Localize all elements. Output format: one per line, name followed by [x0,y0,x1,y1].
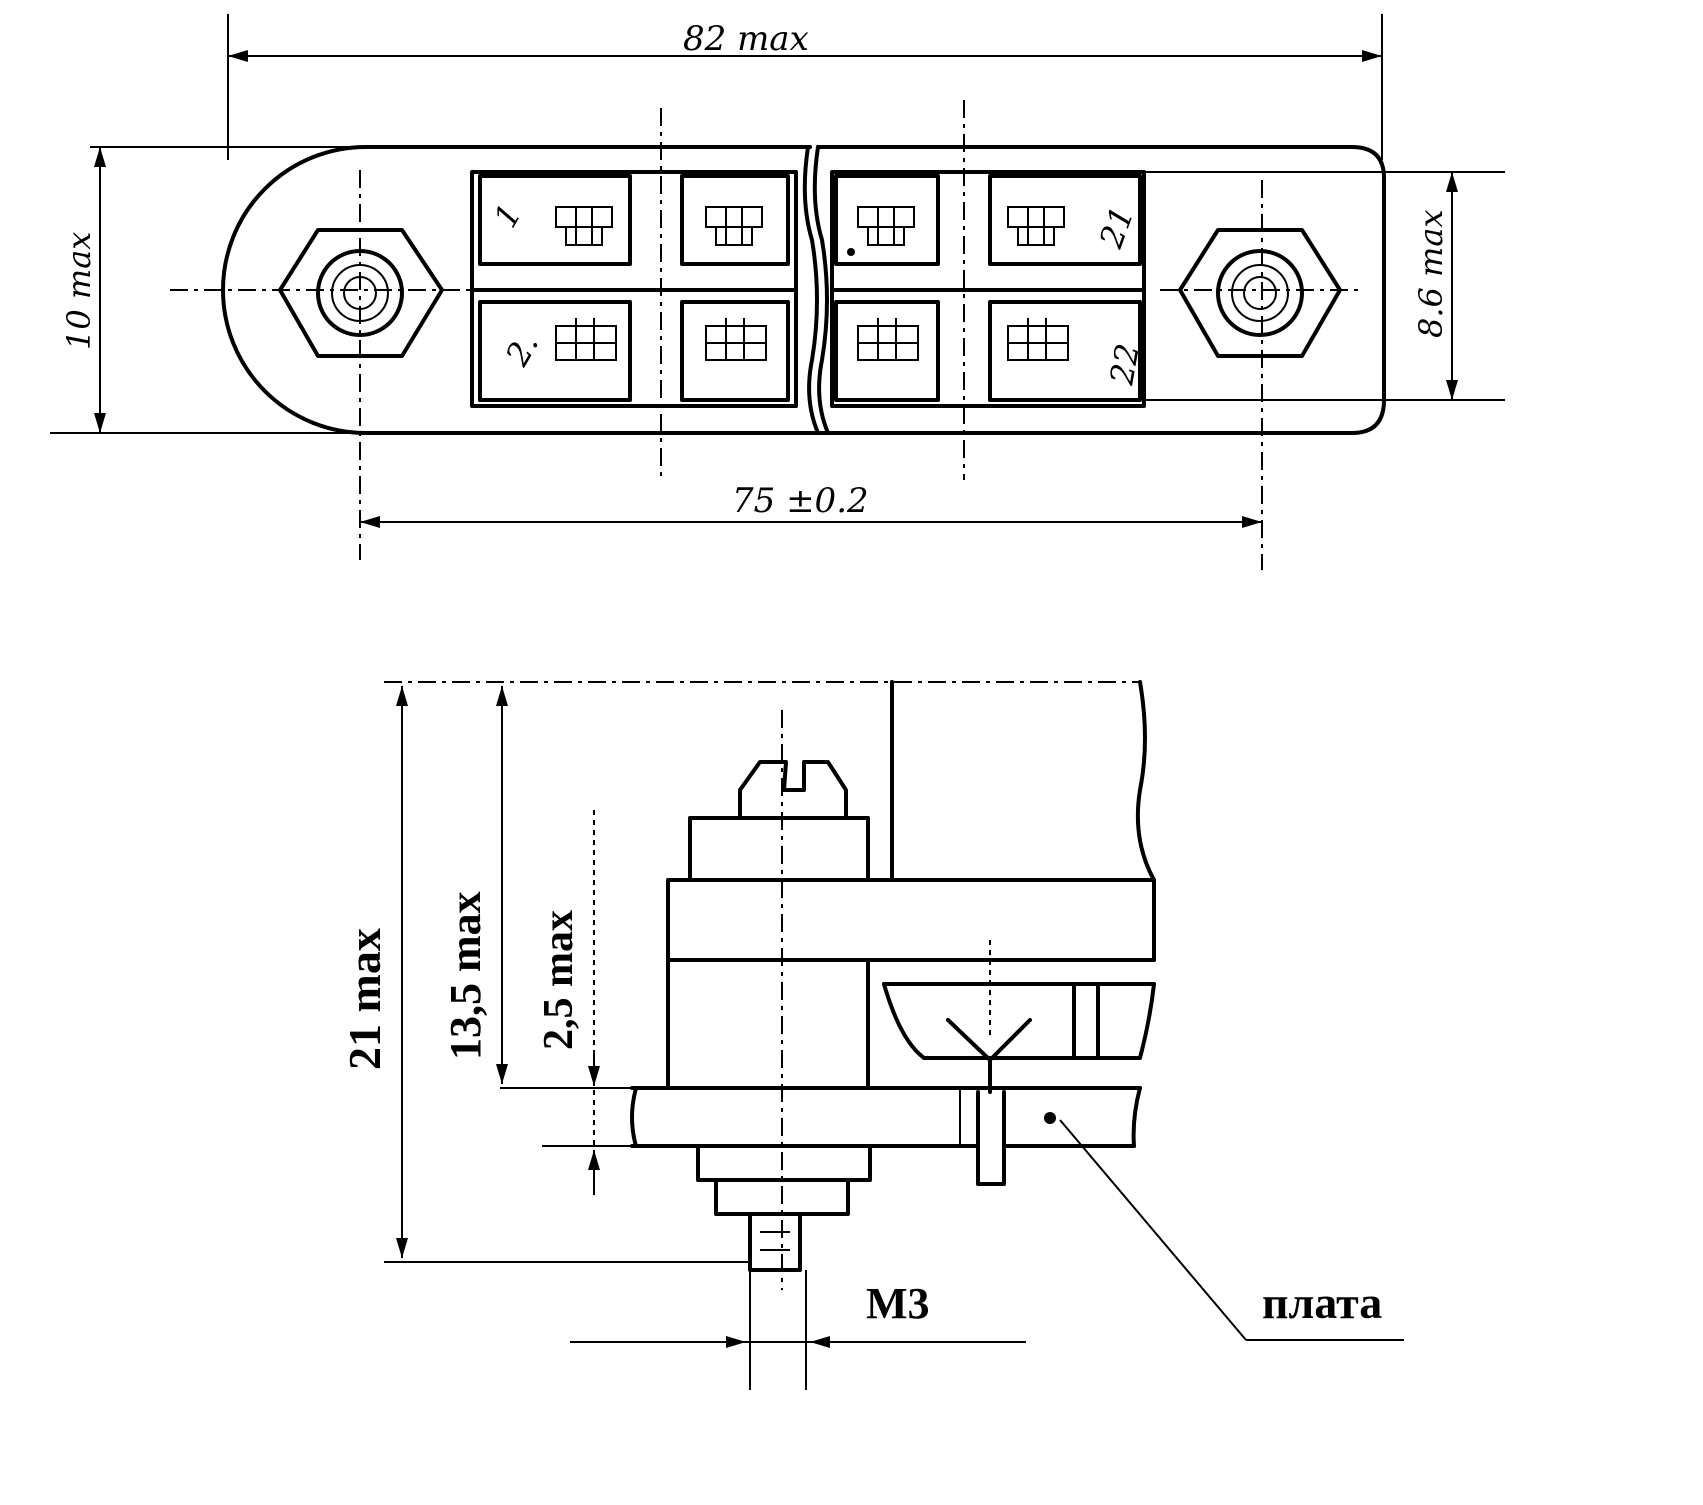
connector-housing [666,680,1156,1090]
dim-82-label: 82 max [683,19,809,59]
board-leader-line [1059,1119,1247,1341]
dim-25-label: 2,5 max [536,910,582,1050]
side-view: 21 max 13,5 max 2,5 max [339,680,1404,1390]
pin-label-1: 1 [486,197,529,234]
top-view: 82 max 10 max 8.6 max [50,14,1505,570]
hex-nut-right-icon [1178,228,1342,358]
dim-75-label: 75 ±0.2 [732,481,869,521]
pcb-board [630,1086,1142,1148]
pin-label-21: 21 [1091,201,1141,253]
body-outline-left [221,145,828,435]
solder-pin [946,940,1056,1186]
break-line [802,145,820,435]
mounting-screw [696,710,872,1290]
thread-label: M3 [866,1279,930,1328]
dim-135-label: 13,5 max [441,891,490,1060]
pin-label-22: 22 [1102,341,1147,389]
body-outline-right [816,145,1386,435]
hex-nut-left-icon [278,228,444,358]
dim-86-label: 8.6 max [1412,209,1450,338]
dim-10-label: 10 max [60,232,98,350]
board-label: плата [1262,1277,1382,1328]
pin-label-2: 2. [498,327,547,373]
dim-21-label: 21 max [339,928,390,1070]
